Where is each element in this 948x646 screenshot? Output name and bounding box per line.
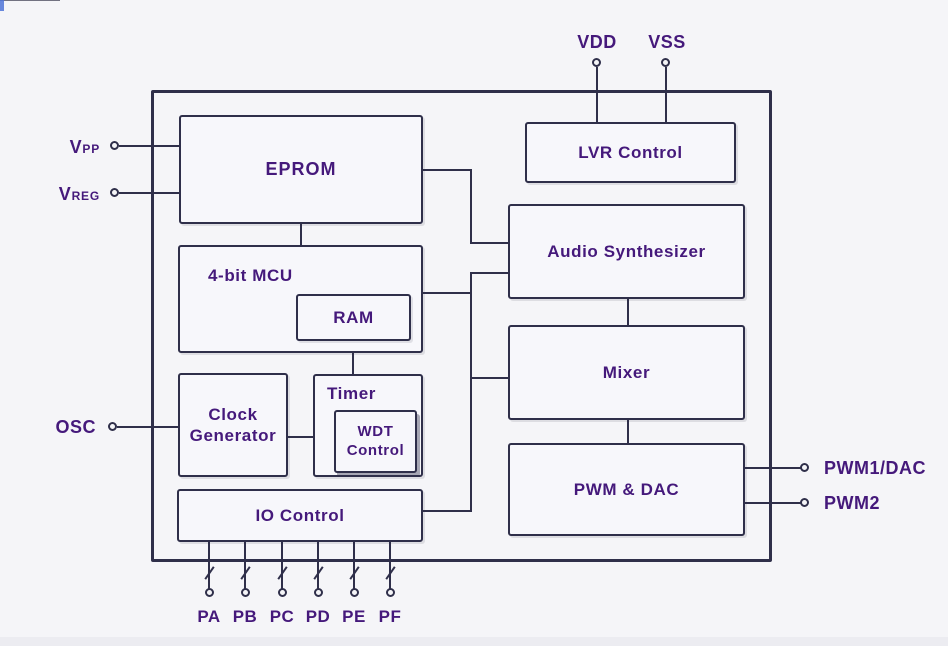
- pf-pin-terminal: [386, 588, 395, 597]
- clock-generator-block: Clock Generator: [178, 373, 288, 477]
- osc-pin-label: OSC: [55, 417, 96, 437]
- pb-pin-terminal: [241, 588, 250, 597]
- vreg-pin-label: VREG: [58, 184, 100, 204]
- wire-port-pd: [317, 542, 319, 590]
- corner-artifact: [0, 0, 4, 11]
- vpp-pin-terminal: [110, 141, 119, 150]
- eprom-block: EPROM: [179, 115, 423, 224]
- wire-trunk-mixer: [470, 377, 508, 379]
- top-edge-artifact: [0, 0, 60, 1]
- clock-generator-label: Clock Generator: [189, 404, 277, 445]
- pd-port-label: PD: [305, 607, 331, 626]
- pc-port-label: PC: [269, 607, 295, 626]
- wire-eprom-out: [423, 169, 472, 171]
- pwm1-pin-label: PWM1/DAC: [824, 458, 926, 478]
- pwm-dac-block: PWM & DAC: [508, 443, 745, 536]
- wire-pwm2: [745, 502, 802, 504]
- pe-port-label: PE: [342, 607, 366, 626]
- wire-port-pc: [281, 542, 283, 590]
- wire-vreg: [119, 192, 179, 194]
- wire-trunk-b: [470, 272, 472, 512]
- wire-trunkA-audio: [470, 242, 508, 244]
- wire-vdd: [596, 67, 598, 122]
- timer-label: Timer: [327, 384, 376, 403]
- wire-eprom-mcu: [300, 224, 302, 245]
- vpp-pin-label: VPP: [69, 137, 100, 157]
- wire-audio-mixer: [627, 299, 629, 325]
- mcu-label: 4-bit MCU: [208, 266, 293, 285]
- wire-osc: [117, 426, 178, 428]
- eprom-label: EPROM: [265, 159, 337, 180]
- wire-port-pb: [244, 542, 246, 590]
- wire-port-pf: [389, 542, 391, 590]
- wire-mixer-pwmdac: [627, 420, 629, 443]
- pa-pin-terminal: [205, 588, 214, 597]
- pwm1-pin-terminal: [800, 463, 809, 472]
- lvr-control-label: LVR Control: [578, 142, 683, 162]
- wire-io-trunk: [423, 510, 470, 512]
- vss-pin-label: VSS: [648, 32, 686, 52]
- wire-trunk-a: [470, 169, 472, 244]
- audio-synthesizer-label: Audio Synthesizer: [547, 241, 706, 261]
- pf-port-label: PF: [378, 607, 402, 626]
- audio-synthesizer-block: Audio Synthesizer: [508, 204, 745, 299]
- pb-port-label: PB: [232, 607, 258, 626]
- io-control-label: IO Control: [255, 505, 345, 525]
- pwm2-pin-label: PWM2: [824, 493, 880, 513]
- vss-pin-terminal: [661, 58, 670, 67]
- wire-vpp: [119, 145, 179, 147]
- mixer-label: Mixer: [602, 362, 651, 382]
- chip-outline: [151, 90, 772, 562]
- pd-pin-terminal: [314, 588, 323, 597]
- wire-port-pe: [353, 542, 355, 590]
- lvr-control-block: LVR Control: [525, 122, 736, 183]
- wire-clock-timer: [288, 436, 313, 438]
- vdd-pin-terminal: [592, 58, 601, 67]
- wire-trunkB-audio: [470, 272, 508, 274]
- pa-port-label: PA: [197, 607, 221, 626]
- wire-pwm1: [745, 467, 802, 469]
- pwm-dac-label: PWM & DAC: [573, 479, 680, 499]
- wire-ram-timer: [352, 341, 354, 374]
- osc-pin-terminal: [108, 422, 117, 431]
- io-control-block: IO Control: [177, 489, 423, 542]
- mixer-block: Mixer: [508, 325, 745, 420]
- pe-pin-terminal: [350, 588, 359, 597]
- wdt-control-block: WDT Control: [334, 410, 417, 473]
- wdt-control-label: WDT Control: [346, 422, 405, 459]
- wire-mcu-trunk: [423, 292, 470, 294]
- pc-pin-terminal: [278, 588, 287, 597]
- bottom-edge-band: [0, 637, 948, 646]
- pwm2-pin-terminal: [800, 498, 809, 507]
- vdd-pin-label: VDD: [577, 32, 617, 52]
- wire-vss: [665, 67, 667, 122]
- wire-port-pa: [208, 542, 210, 590]
- ram-block: RAM: [296, 294, 411, 341]
- vreg-pin-terminal: [110, 188, 119, 197]
- ram-label: RAM: [333, 307, 374, 327]
